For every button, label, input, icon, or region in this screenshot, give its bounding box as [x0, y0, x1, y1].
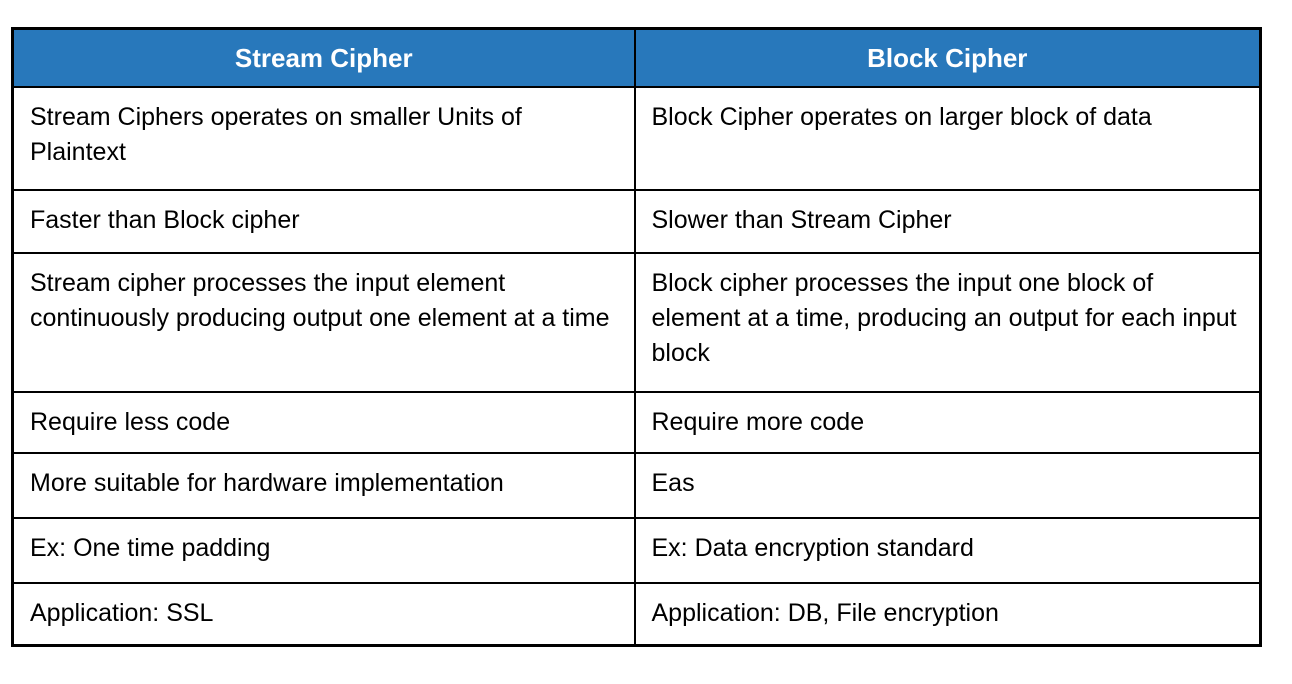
- table-cell: Block Cipher operates on larger block of…: [633, 86, 1262, 191]
- table-cell: More suitable for hardware implementatio…: [11, 452, 636, 519]
- column-header-stream-cipher: Stream Cipher: [11, 27, 636, 88]
- column-header-block-cipher: Block Cipher: [633, 27, 1262, 88]
- table-row: Faster than Block cipher Slower than Str…: [11, 189, 1262, 254]
- table-cell: Require less code: [11, 391, 636, 454]
- header-row: Stream Cipher Block Cipher: [11, 27, 1262, 88]
- table-cell: Slower than Stream Cipher: [633, 189, 1262, 254]
- table-cell: Ex: Data encryption standard: [633, 517, 1262, 584]
- table-cell: Application: DB, File encryption: [633, 582, 1262, 646]
- table-row: Require less code Require more code: [11, 391, 1262, 454]
- table-row: Ex: One time padding Ex: Data encryption…: [11, 517, 1262, 584]
- table-cell: Ex: One time padding: [11, 517, 636, 584]
- table-cell: Application: SSL: [11, 582, 636, 646]
- table-cell: Block cipher processes the input one blo…: [633, 252, 1262, 393]
- table-row: More suitable for hardware implementatio…: [11, 452, 1262, 519]
- cipher-comparison-table-container: Stream Cipher Block Cipher Stream Cipher…: [11, 27, 1262, 647]
- table-cell: Require more code: [633, 391, 1262, 454]
- table-row: Application: SSL Application: DB, File e…: [11, 582, 1262, 646]
- table-cell: Stream cipher processes the input elemen…: [11, 252, 636, 393]
- table-cell: Stream Ciphers operates on smaller Units…: [11, 86, 636, 191]
- table-cell: Eas: [633, 452, 1262, 519]
- table-row: Stream Ciphers operates on smaller Units…: [11, 86, 1262, 191]
- cipher-comparison-table: Stream Cipher Block Cipher Stream Cipher…: [11, 27, 1262, 647]
- table-row: Stream cipher processes the input elemen…: [11, 252, 1262, 393]
- table-cell: Faster than Block cipher: [11, 189, 636, 254]
